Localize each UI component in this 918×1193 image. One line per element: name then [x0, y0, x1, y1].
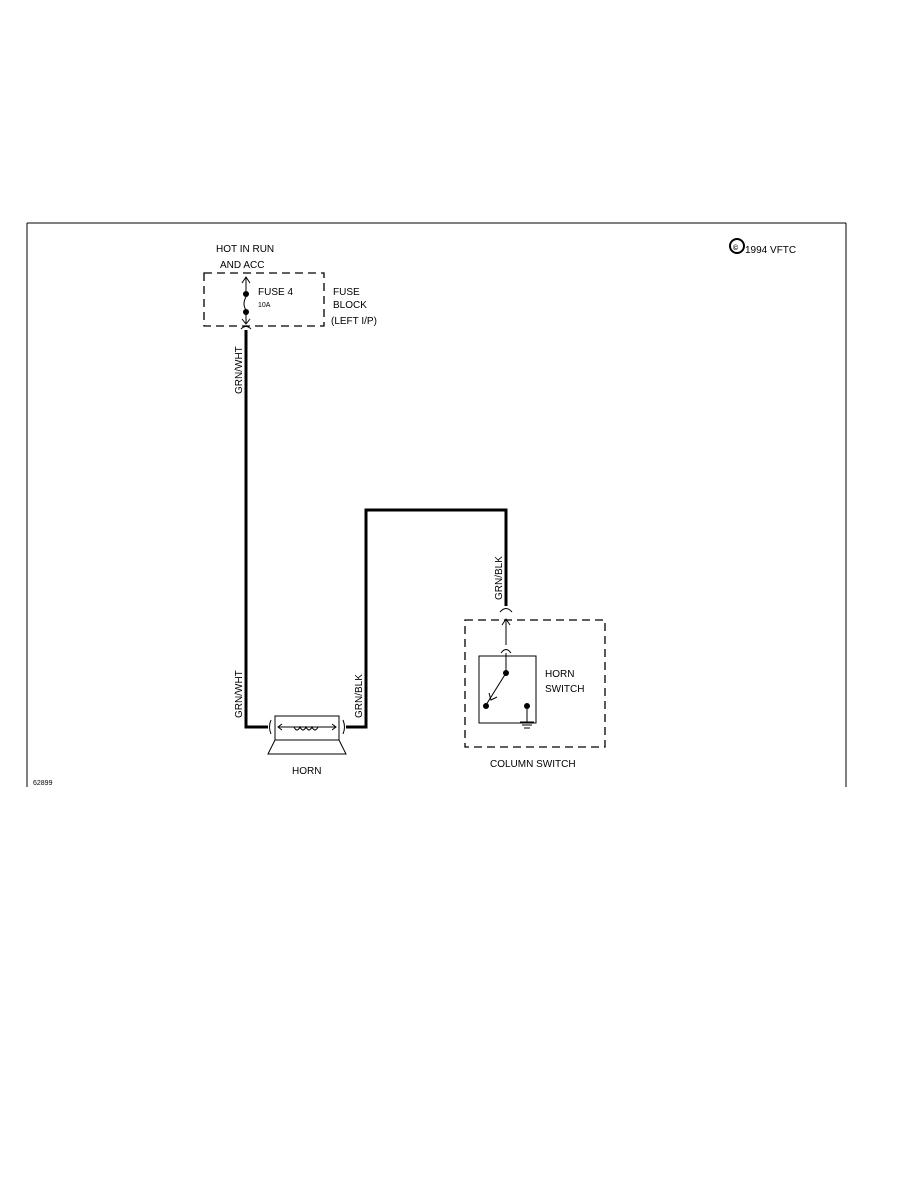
fuse-rating: 10A — [258, 302, 271, 309]
horn-switch-label-line1: HORN — [545, 669, 574, 680]
copyright-notice: © 1994 VFTC — [729, 238, 796, 256]
figure-id: 62899 — [33, 780, 53, 787]
fuse-symbol — [240, 276, 252, 330]
wire-label-grn-wht-upper: GRN/WHT — [234, 346, 245, 394]
wire-grn-blk — [346, 508, 508, 729]
column-switch-outline — [464, 619, 606, 748]
switch-connector — [499, 608, 513, 654]
fuse-block-outline — [203, 272, 325, 327]
source-label-line2: AND ACC — [220, 260, 264, 271]
horn-switch-label-line2: SWITCH — [545, 684, 584, 695]
fuse-block-label-line3: (LEFT I/P) — [331, 316, 377, 327]
copyright-icon — [729, 238, 745, 254]
horn-label: HORN — [292, 766, 321, 777]
wire-label-grn-blk-horn: GRN/BLK — [354, 674, 365, 718]
source-label-line1: HOT IN RUN — [216, 244, 274, 255]
diagram-frame — [26, 222, 847, 787]
copyright-symbol: © — [733, 244, 739, 252]
wire-grn-wht — [244, 330, 268, 729]
fuse-name: FUSE 4 — [258, 287, 293, 298]
wire-label-grn-blk-switch: GRN/BLK — [494, 556, 505, 600]
fuse-block-label-line1: FUSE — [333, 287, 360, 298]
copyright-text: 1994 VFTC — [745, 245, 796, 256]
horn-symbol — [267, 715, 347, 755]
wire-label-grn-wht-lower: GRN/WHT — [234, 670, 245, 718]
column-switch-label: COLUMN SWITCH — [490, 759, 576, 770]
horn-switch-symbol — [478, 653, 537, 729]
fuse-block-label-line2: BLOCK — [333, 300, 367, 311]
